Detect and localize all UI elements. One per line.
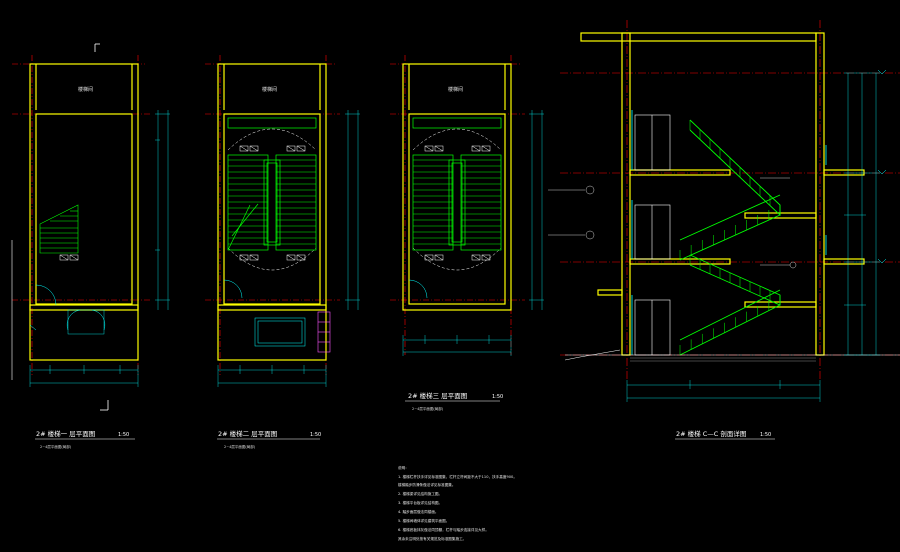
notes-heading: 说明： — [398, 465, 409, 470]
notes-line: 楼梯踏步防滑条做法详见标准图集。 — [398, 482, 456, 487]
plan-3: 楼梯间 — [390, 55, 595, 411]
section-cc: 2# 楼梯 C—C 剖面详图 1:50 — [560, 20, 900, 440]
section-title-block: 2# 楼梯 C—C 剖面详图 1:50 — [675, 429, 775, 440]
plan-title: 2# 楼梯二 层平面图 — [218, 429, 277, 438]
plan-3-title-block: 2# 楼梯三 层平面图 1:50 2~4层平面图(局部) — [405, 391, 503, 411]
room-label: 楼梯间 — [448, 86, 463, 93]
notes-line: 4. 踏步面层做法同楼面。 — [398, 509, 439, 514]
plan-1-title-block: 2# 楼梯一 层平面图 1:50 2~4层平面图(局部) — [35, 429, 135, 449]
plan-title: 2# 楼梯三 层平面图 — [408, 391, 467, 400]
plan-subtitle: 2~4层平面图(局部) — [40, 444, 72, 449]
notes-line: 其余未注明处按有关规范及标准图集施工。 — [398, 536, 466, 541]
notes-line: 1. 楼梯栏杆扶手详见标准图集，栏杆立杆间距不大于110，扶手高度900。 — [398, 474, 517, 479]
section-title: 2# 楼梯 C—C 剖面详图 — [676, 429, 746, 438]
stair-treads — [228, 120, 781, 355]
notes-line: 6. 楼梯底板抹灰做法同顶棚，栏杆与踏步连接详见大样。 — [398, 527, 489, 532]
plan-scale: 1:50 — [118, 432, 129, 438]
plan-2-title-block: 2# 楼梯二 层平面图 1:50 2~4层平面图(局部) — [217, 429, 321, 449]
plan-subtitle: 2~4层平面图(局部) — [224, 444, 256, 449]
notes-line: 2. 楼梯梁详见结构施工图。 — [398, 491, 442, 496]
section-stair-flights — [679, 119, 781, 356]
plan-subtitle: 2~4层平面图(局部) — [412, 406, 444, 411]
room-label: 楼梯间 — [78, 86, 93, 93]
plan-scale: 1:50 — [492, 394, 503, 400]
general-notes: 说明： 1. 楼梯栏杆扶手详见标准图集，栏杆立杆间距不大于110，扶手高度900… — [398, 465, 517, 541]
plan-title: 2# 楼梯一 层平面图 — [36, 429, 95, 438]
plan-scale: 1:50 — [310, 432, 321, 438]
room-label: 楼梯间 — [262, 86, 277, 93]
notes-line: 3. 楼梯平台板详见结构图。 — [398, 500, 442, 505]
notes-line: 5. 楼梯间墙体详见建筑平面图。 — [398, 518, 449, 523]
plan-2: 楼梯间 — [205, 55, 360, 449]
plan-1: 楼梯间 — [11, 43, 170, 449]
section-scale: 1:50 — [760, 432, 771, 438]
